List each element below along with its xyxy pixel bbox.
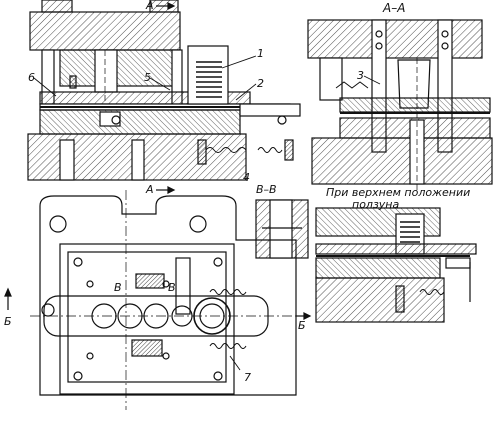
callout-2: 2 [257,77,264,90]
upper-position-view [315,207,477,323]
note-line-2: ползуна [352,198,400,211]
callout-1: 1 [257,47,264,60]
callout-6: 6 [28,71,35,84]
cut-lines [4,2,312,320]
section-bb-view [255,199,309,259]
cut-mark-a-bottom: А [146,183,154,196]
cut-mark-v-left: В [114,281,122,294]
front-section-view [27,0,301,181]
section-bb-title: В–В [256,183,277,196]
callout-7: 7 [244,371,251,384]
note-line-1: При верхнем положении [326,186,471,199]
callout-3: 3 [357,69,364,82]
cut-mark-b-right: Б [298,319,306,332]
cut-mark-v-right: В [168,281,176,294]
callout-5: 5 [144,71,151,84]
plan-view [30,190,300,410]
section-aa-title: А–А [383,1,406,15]
cut-mark-a-top: А [146,0,154,12]
leader-lines [33,55,381,371]
cut-mark-b-left: Б [4,315,12,328]
section-aa-view [307,19,493,190]
callout-4: 4 [243,171,250,184]
